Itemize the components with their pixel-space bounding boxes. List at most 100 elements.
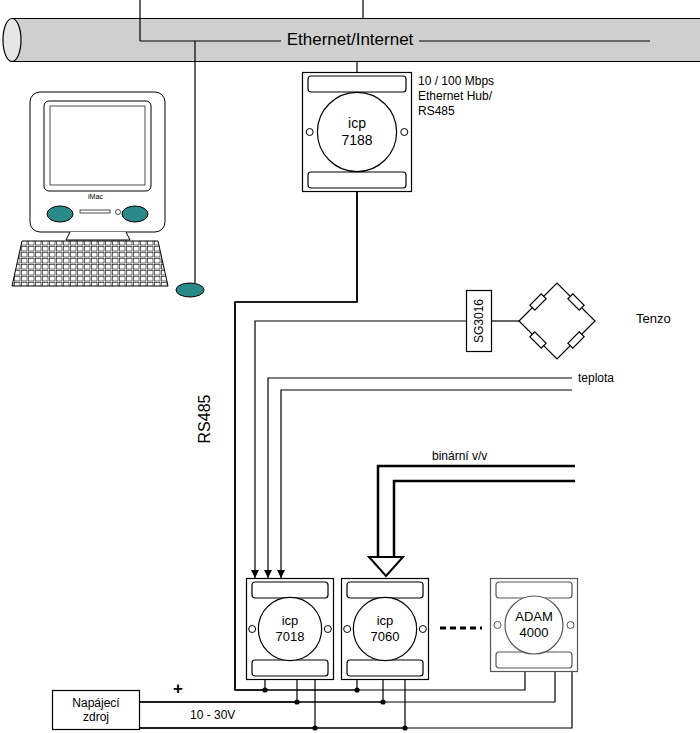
strain-gauge-bridge — [492, 283, 595, 359]
resistor-symbol — [568, 294, 584, 310]
module-housing — [303, 73, 412, 192]
module-label: 4000 — [520, 625, 549, 641]
network-wire — [139, 18, 140, 41]
voltage-label: 10 - 30V — [190, 708, 235, 722]
keyboard — [12, 241, 168, 286]
pipe-edge — [12, 18, 700, 19]
connector-wire — [235, 192, 357, 690]
mounting-hole — [567, 622, 574, 629]
sensor-label: Tenzo — [636, 311, 671, 327]
text-group: Ethernet/Internet — [281, 30, 420, 50]
drive-slot — [80, 210, 110, 213]
speaker — [47, 206, 73, 222]
bus-label: RS485 — [196, 389, 214, 449]
mounting-hole — [494, 622, 501, 629]
network-wire — [194, 41, 195, 62]
resistor-symbol — [568, 332, 584, 348]
brand-label: iMac — [88, 193, 103, 201]
io-module: icp7018 — [246, 578, 334, 680]
mounting-hole — [419, 626, 426, 633]
power-supply-box-border — [53, 691, 140, 730]
network-wire — [139, 0, 140, 18]
module-label: 7060 — [371, 629, 400, 645]
binary-io-arrow — [369, 466, 575, 576]
terminal-strip — [347, 582, 423, 598]
speaker — [122, 206, 148, 222]
module-face — [353, 597, 416, 660]
monitor-stand — [66, 232, 130, 240]
terminal-strip — [252, 660, 328, 676]
temperature-inputs — [268, 378, 572, 578]
bridge-diamond — [519, 283, 595, 359]
text-group: icp7018 — [276, 613, 305, 645]
network-wire — [362, 0, 363, 18]
module-housing — [491, 579, 578, 672]
mounting-hole — [401, 129, 408, 136]
computer-illustration — [12, 92, 204, 297]
mounting-hole — [249, 626, 256, 633]
mounting-hole — [344, 626, 351, 633]
text-group: icp7188 — [341, 115, 372, 149]
module-label: icp — [377, 613, 394, 629]
bus-arrow-head — [369, 557, 403, 576]
terminal-strip — [347, 660, 423, 676]
bridge-wire — [492, 320, 519, 321]
text-group: ADAM4000 — [515, 609, 553, 641]
connector-wire — [140, 672, 572, 728]
network-label: Ethernet/Internet — [281, 30, 420, 50]
io-module: ADAM4000 — [490, 578, 578, 672]
module-label: 7188 — [341, 132, 372, 149]
network-pipe: Ethernet/Internet — [0, 18, 700, 62]
module-face — [317, 92, 396, 171]
module-label: ADAM — [515, 609, 553, 625]
module-label: icp — [282, 613, 299, 629]
mouse — [176, 283, 204, 297]
power-supply-label: Napájecí zdroj — [65, 696, 127, 724]
device-description: 10 / 100 Mbps Ethernet Hub/ RS485 — [418, 74, 510, 119]
bus-arrow-line — [394, 481, 575, 557]
connector-wire — [235, 192, 525, 690]
module-label: 7018 — [276, 629, 305, 645]
pipe-edge — [12, 61, 700, 62]
pipe-body — [12, 19, 700, 62]
pipe-end — [3, 19, 21, 62]
connector-wire — [356, 62, 357, 72]
io-module: icp7188 — [302, 72, 412, 192]
amplifier-box-border — [467, 291, 492, 352]
connector-wire — [140, 680, 405, 728]
amplifier-label: SG3016 — [472, 299, 486, 343]
monitor-screen — [50, 106, 145, 185]
resistor-symbol — [530, 332, 546, 348]
connector-wire — [235, 192, 357, 690]
continuation-dashes — [440, 627, 482, 630]
module-face — [505, 596, 563, 654]
mounting-hole — [324, 626, 331, 633]
mounting-hole — [306, 129, 313, 136]
connector-wire — [140, 680, 315, 728]
terminal-strip — [308, 76, 406, 92]
signal-wire — [281, 390, 572, 578]
power-supply-box: Napájecí zdroj — [52, 690, 140, 730]
computer-cable — [194, 62, 195, 283]
signal-wire — [268, 378, 572, 578]
junction-dots — [262, 687, 407, 730]
text-group: SG3016 — [472, 299, 486, 343]
module-housing — [342, 579, 429, 680]
amplifier-box: SG3016 — [466, 290, 492, 352]
text-group: icp7060 — [371, 613, 400, 645]
polarity-label: + — [173, 680, 183, 698]
monitor-bezel — [44, 101, 151, 191]
text-group: Napájecí zdroj — [65, 696, 127, 724]
io-module: icp7060 — [341, 578, 429, 680]
module-label: icp — [348, 115, 366, 132]
resistor-symbol — [530, 294, 546, 310]
power-button — [116, 210, 121, 215]
terminal-strip — [252, 582, 328, 598]
monitor-case — [30, 92, 165, 232]
signal-label: teplota — [578, 371, 614, 385]
module-housing — [247, 579, 334, 680]
module-face — [258, 597, 321, 660]
bus-arrow-line — [378, 466, 575, 557]
signal-label: binární v/v — [432, 449, 487, 463]
